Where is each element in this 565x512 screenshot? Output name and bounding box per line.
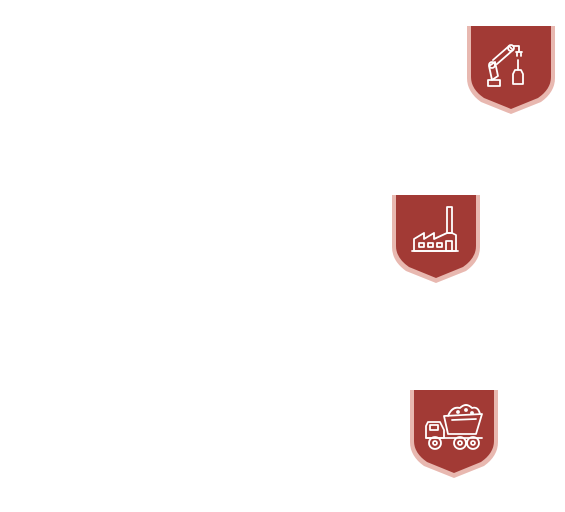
dump-truck-badge: [408, 390, 500, 478]
dump-truck-icon: [410, 390, 498, 478]
factory-badge: [390, 195, 482, 283]
robotic-arm-icon: [467, 26, 555, 114]
robotic-arm-badge: [465, 26, 557, 114]
factory-icon: [392, 195, 480, 283]
